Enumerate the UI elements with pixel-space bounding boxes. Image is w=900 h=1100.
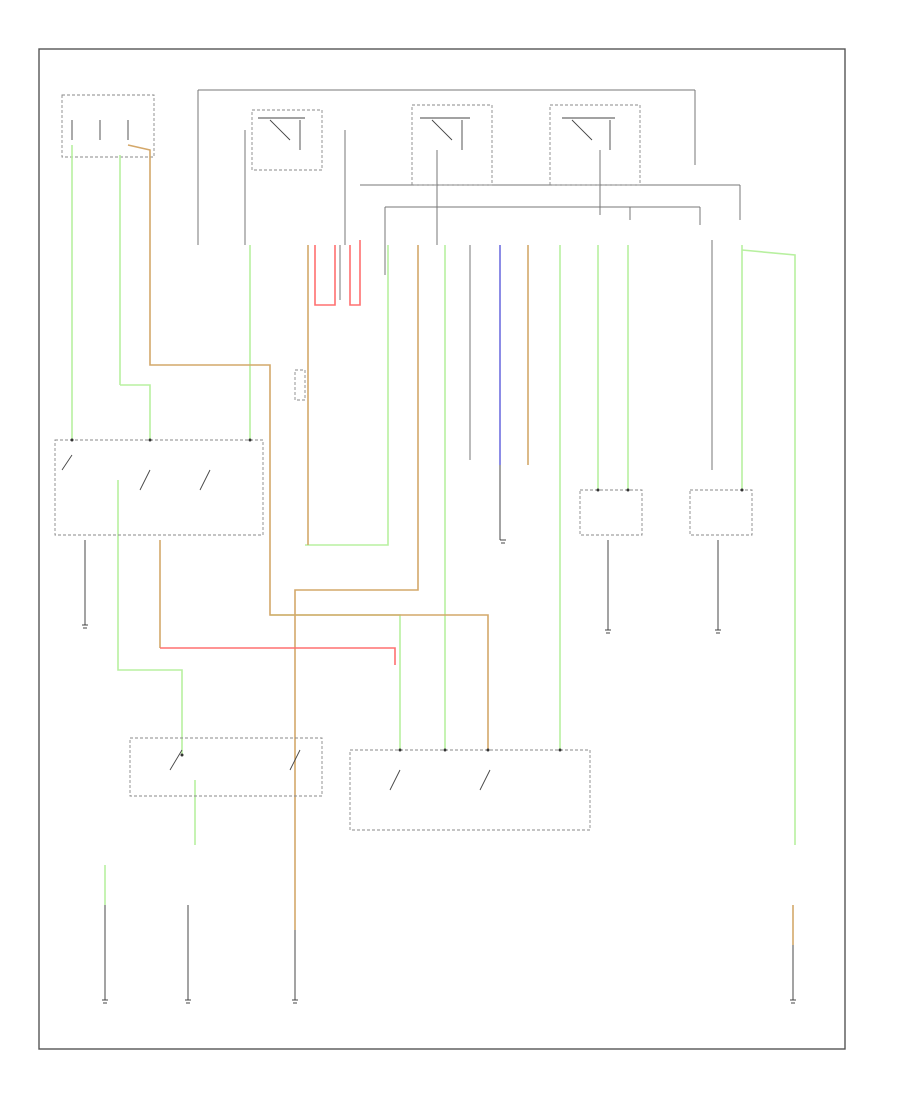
orange-wires: [127, 144, 794, 945]
red-wires: [160, 240, 396, 665]
switch-boxes: [54, 369, 753, 831]
green-wires: [71, 145, 796, 905]
splice-nodes: [70, 438, 744, 757]
dark-ground-leads: [84, 465, 794, 1000]
diagram-frame: [38, 48, 846, 1050]
gray-wires: [197, 89, 741, 470]
fuse-box-top: [61, 94, 641, 186]
ground-symbols: [82, 539, 796, 1004]
